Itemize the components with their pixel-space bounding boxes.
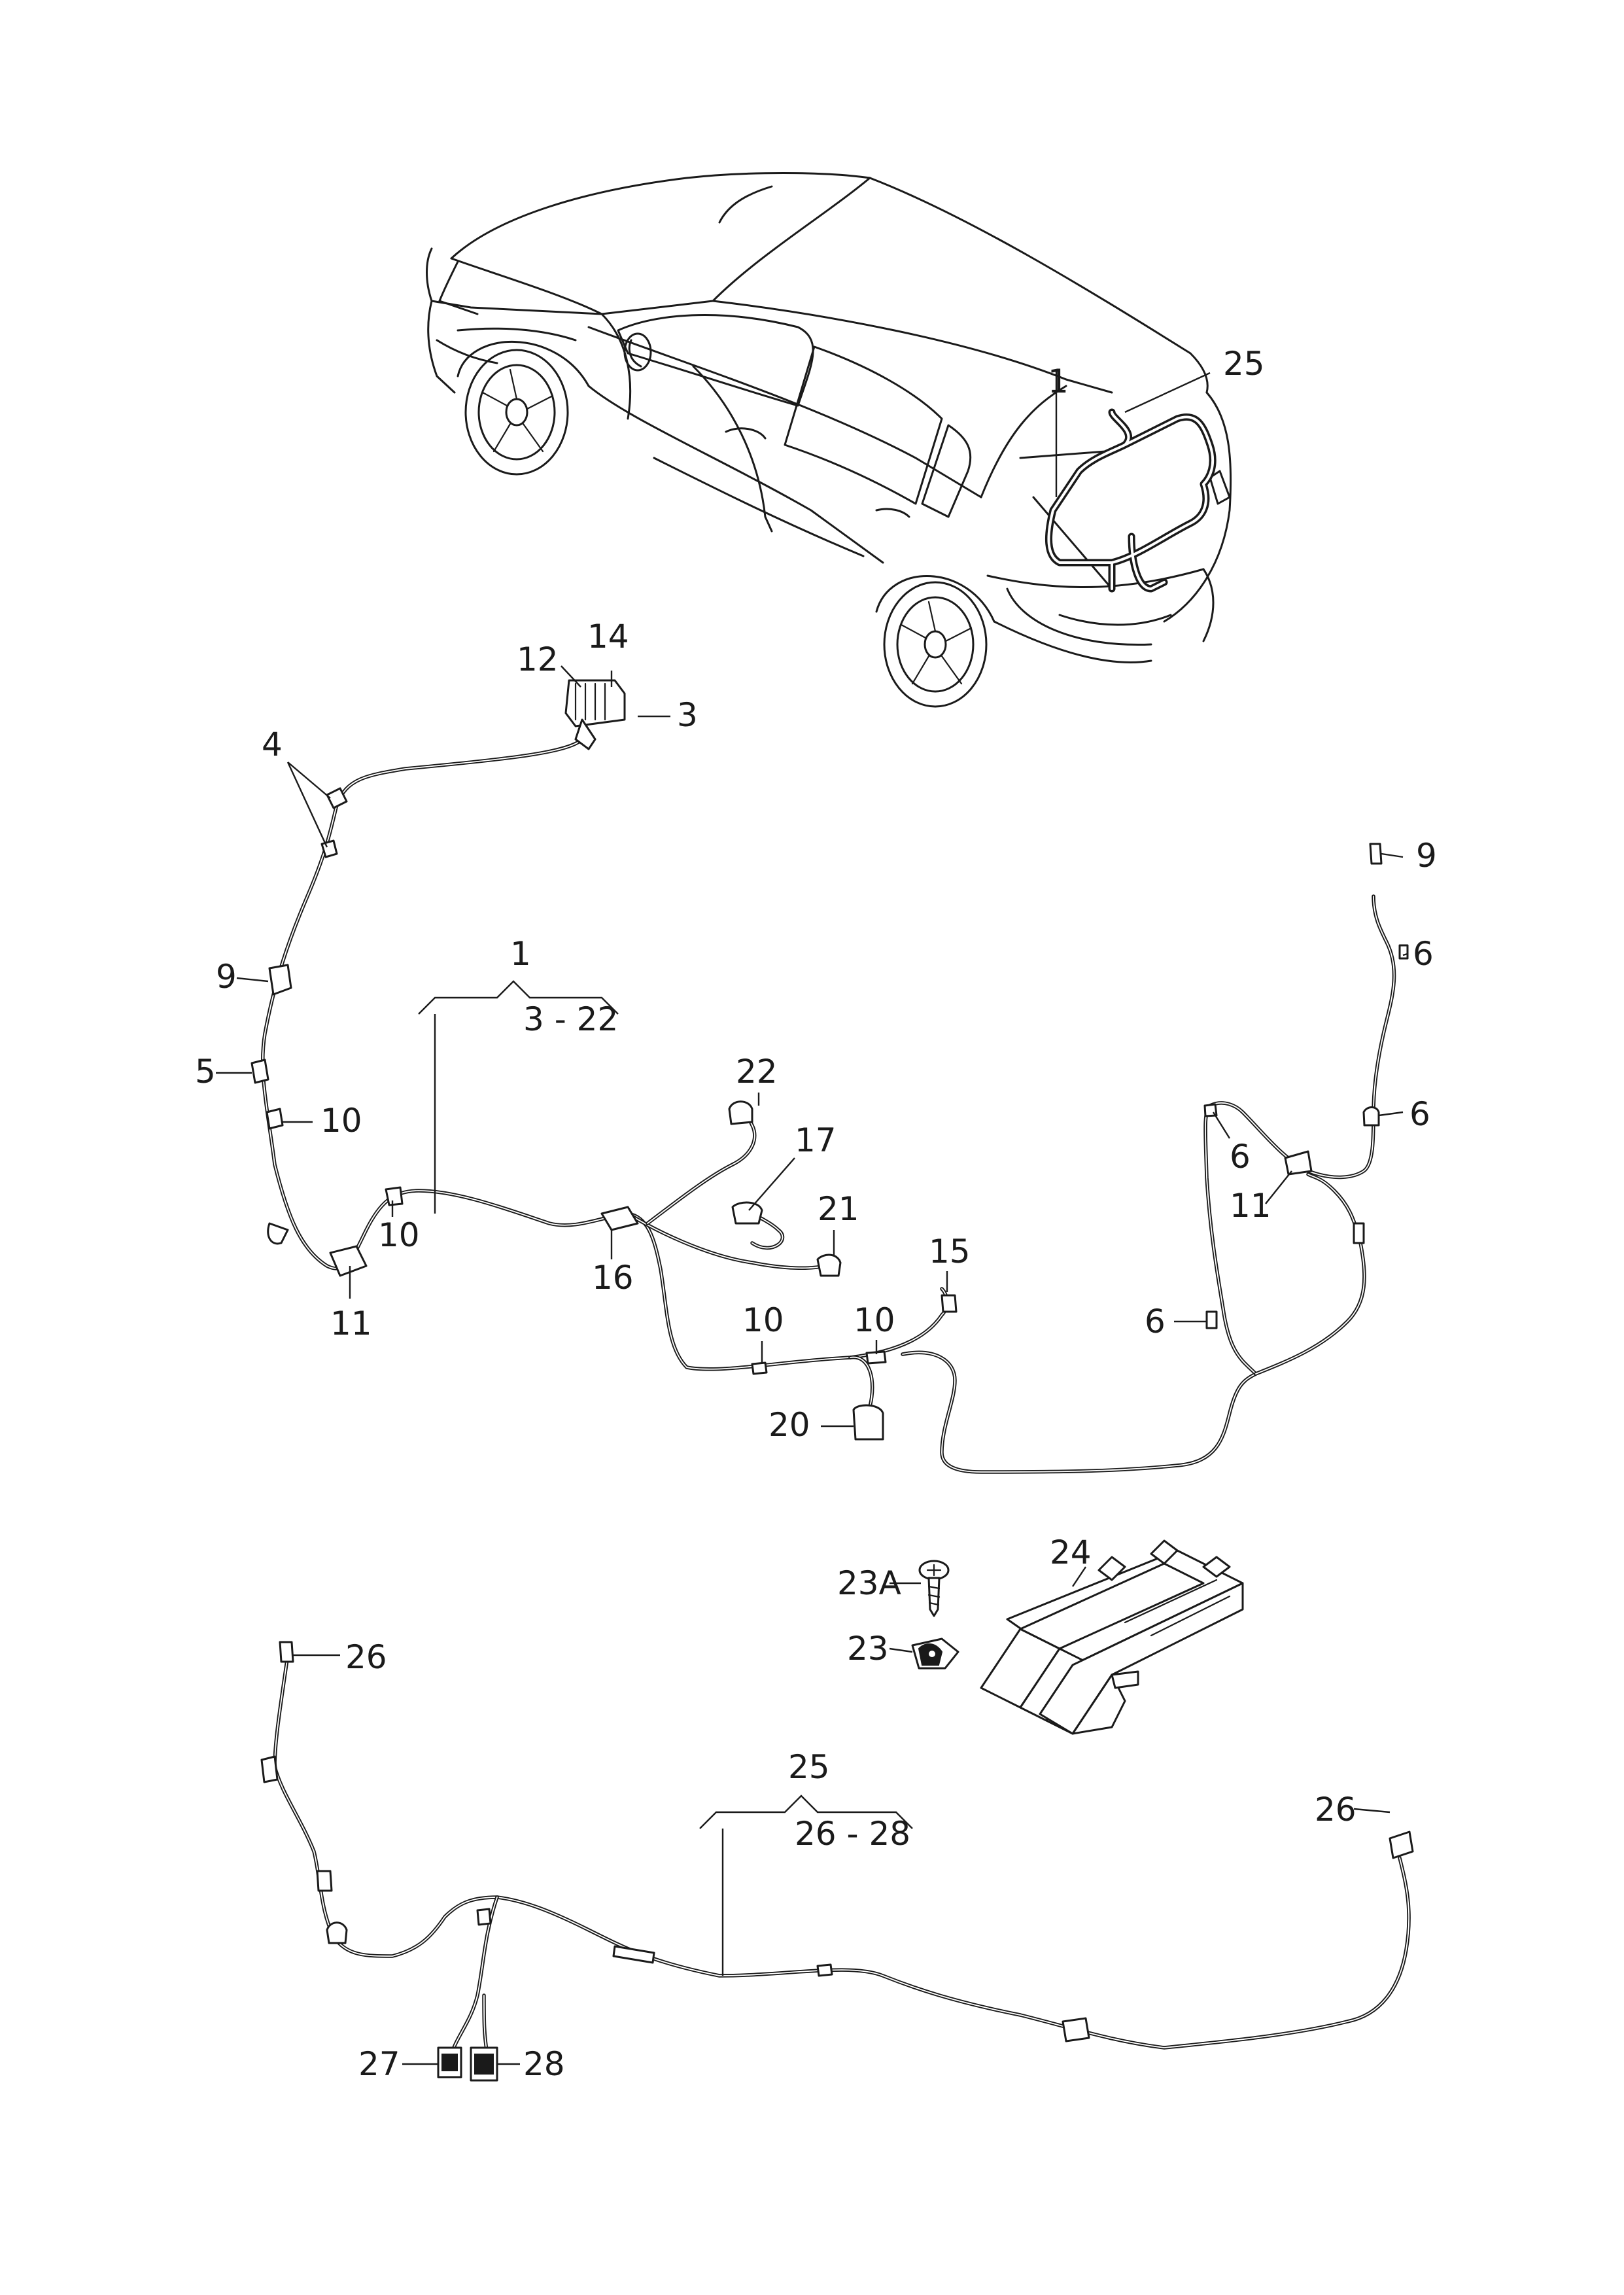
callout-4: 4 (262, 726, 283, 763)
callout-6-a: 6 (1413, 935, 1434, 973)
callout-27: 27 (358, 2045, 400, 2083)
callout-10-b: 10 (854, 1301, 895, 1339)
group-range-25: 26 - 28 (795, 1815, 910, 1853)
callout-10-mid: 10 (378, 1216, 420, 1254)
group-number-25: 25 (788, 1748, 830, 1786)
group-bracket-harness-25: 25 26 - 28 (699, 1748, 913, 1976)
callout-21: 21 (818, 1190, 859, 1228)
connector-28 (470, 2046, 498, 2082)
callout-22: 22 (736, 1053, 778, 1091)
group-number-1: 1 (510, 935, 531, 973)
group-bracket-harness-1: 1 3 - 22 (418, 935, 619, 1214)
callout-9-left: 9 (216, 958, 237, 996)
callout-23: 23 (847, 1630, 889, 1668)
callout-car-1: 1 (1048, 362, 1069, 400)
callout-9-right: 9 (1416, 837, 1437, 875)
car-harness-1 (1045, 408, 1217, 593)
callout-6-b: 6 (1409, 1095, 1430, 1133)
callout-6-c: 6 (1230, 1138, 1251, 1176)
screw-23a (918, 1560, 950, 1617)
callout-3: 3 (677, 696, 698, 734)
main-wiring-harness: 1 3 - 22 12 14 3 4 9 5 10 (195, 618, 1437, 1474)
callout-6-d: 6 (1145, 1303, 1166, 1340)
callout-26-left: 26 (345, 1638, 387, 1676)
callout-24: 24 (1050, 1533, 1092, 1571)
callout-28: 28 (523, 2045, 565, 2083)
callout-14: 14 (587, 618, 629, 656)
callout-15: 15 (929, 1233, 971, 1270)
car-illustration: 1 25 (426, 172, 1265, 708)
group-range-1: 3 - 22 (523, 1000, 618, 1038)
callout-car-25: 25 (1223, 345, 1265, 383)
callout-10-a: 10 (742, 1301, 784, 1339)
callout-20: 20 (769, 1406, 810, 1444)
wiring-harness-25: 25 26 - 28 26 26 27 28 (260, 1638, 1414, 2083)
callout-5: 5 (195, 1053, 216, 1091)
front-wheel (457, 341, 590, 476)
cable-tray-24 (980, 1539, 1244, 1735)
tray-and-fasteners: 24 23A 23 (837, 1533, 1244, 1735)
connector-27 (437, 2046, 462, 2078)
nut-23 (911, 1638, 959, 1670)
rear-wheel (875, 575, 995, 708)
callout-26-right: 26 (1315, 1791, 1356, 1829)
callout-11-right: 11 (1230, 1187, 1271, 1225)
callout-11-left: 11 (330, 1305, 372, 1342)
callout-23a: 23A (837, 1564, 901, 1602)
callout-17: 17 (795, 1121, 837, 1159)
callout-10-left: 10 (320, 1102, 362, 1140)
connector-12-14 (564, 679, 626, 750)
callout-16: 16 (592, 1259, 634, 1297)
callout-12: 12 (517, 640, 559, 678)
